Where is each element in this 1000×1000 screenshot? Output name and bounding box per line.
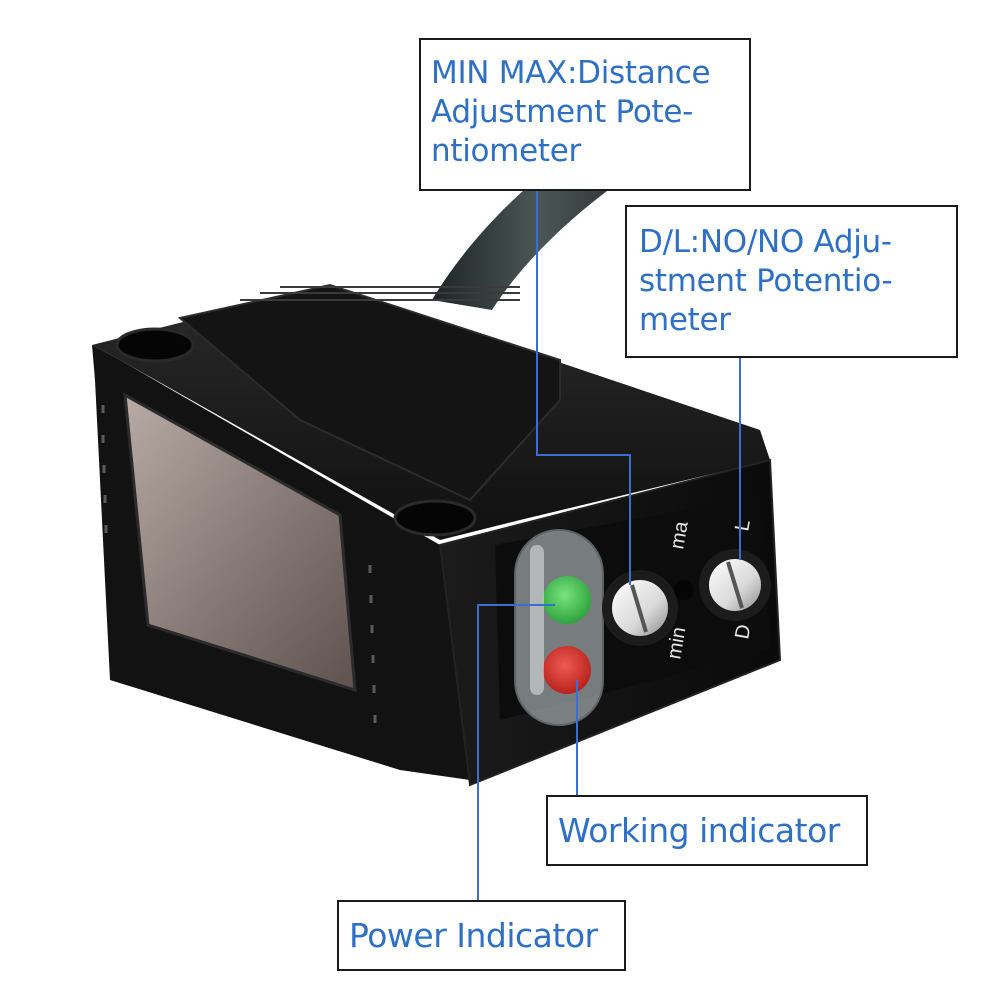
working-led — [543, 646, 591, 694]
marking-dark: D — [731, 623, 755, 641]
callout-distance-potentiometer-text: MIN MAX:Distance Adjustment Pote- ntiome… — [431, 55, 711, 169]
led-capsule — [514, 529, 604, 726]
led-capsule-highlight — [530, 545, 544, 695]
leader-lines — [477, 191, 741, 900]
top-ridges — [240, 286, 520, 301]
callout-working-indicator-text: Working indicator — [558, 811, 840, 850]
callout-power-indicator-text: Power Indicator — [349, 916, 598, 955]
callout-mode-potentiometer-text: D/L:NO/NO Adju- stment Potentio- meter — [639, 224, 893, 338]
mounting-hole-front — [393, 499, 477, 537]
callout-distance-potentiometer: MIN MAX:Distance Adjustment Pote- ntiome… — [419, 38, 751, 191]
power-led — [543, 576, 591, 624]
sensor-lens-window — [123, 392, 357, 693]
side-vents — [101, 405, 377, 723]
callout-mode-potentiometer: D/L:NO/NO Adju- stment Potentio- meter — [625, 205, 958, 358]
leader-power-indicator — [477, 604, 555, 900]
mode-knob-slot — [726, 561, 744, 609]
leader-distance-pot — [536, 191, 631, 585]
callout-working-indicator: Working indicator — [546, 795, 868, 866]
marking-light: L — [731, 518, 755, 533]
callout-power-indicator: Power Indicator — [337, 900, 626, 971]
indicator-dot — [674, 580, 694, 600]
housing-top-plate — [177, 283, 561, 502]
distance-knob-slot — [630, 584, 648, 633]
marking-max: ma — [666, 519, 693, 551]
mounting-hole-rear — [115, 327, 195, 363]
